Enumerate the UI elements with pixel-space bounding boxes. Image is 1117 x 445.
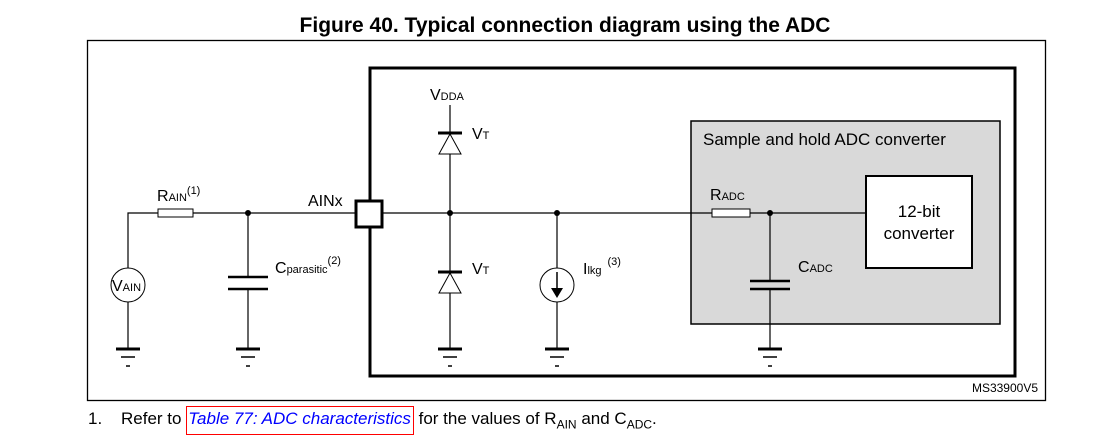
capacitor-icons (228, 275, 790, 291)
table-77-link[interactable]: Table 77: ADC characteristics (186, 406, 414, 435)
footnote-number: 1. (88, 409, 103, 428)
label-radc: RADC (710, 187, 745, 204)
label-vt-upper: VT (472, 126, 490, 143)
label-ilkg: Ilkg(3) (583, 256, 621, 278)
voltage-source-icon (110, 267, 146, 303)
label-converter-line2: converter (884, 224, 955, 243)
figure-title: Figure 40. Typical connection diagram us… (300, 14, 831, 37)
label-converter-line1: 12-bit (898, 202, 941, 221)
resistor-radc (711, 208, 751, 218)
label-cadc: CADC (798, 259, 833, 276)
label-ainx: AINx (308, 193, 343, 210)
label-vain: VAIN (112, 278, 141, 295)
footnote-end: . (652, 409, 657, 428)
adc-converter-block (865, 175, 973, 269)
footnote-prefix: Refer to (121, 409, 182, 428)
label-vdda: VDDA (430, 87, 465, 104)
label-sample-hold: Sample and hold ADC converter (703, 130, 946, 149)
label-rain: RAIN(1) (157, 185, 200, 205)
footnote-text: for the values of R (418, 409, 557, 428)
ground-icons (116, 347, 782, 367)
wires (127, 105, 866, 349)
junction-dots (245, 210, 773, 216)
diode-icons (438, 131, 462, 294)
footnote-and: and C (576, 409, 627, 428)
ainx-pin (354, 199, 384, 229)
figure-id: MS33900V5 (972, 381, 1038, 395)
label-vt-lower: VT (472, 261, 490, 278)
sub-ain: AIN (556, 417, 577, 432)
sub-adc: ADC (626, 417, 653, 432)
label-cparasitic: Cparasitic(2) (275, 255, 341, 277)
footnote-1: 1. Refer to Table 77: ADC characteristics… (88, 406, 657, 435)
resistor-rain (157, 208, 194, 218)
current-source-icon (539, 267, 575, 303)
figure-frame (86, 39, 1047, 402)
